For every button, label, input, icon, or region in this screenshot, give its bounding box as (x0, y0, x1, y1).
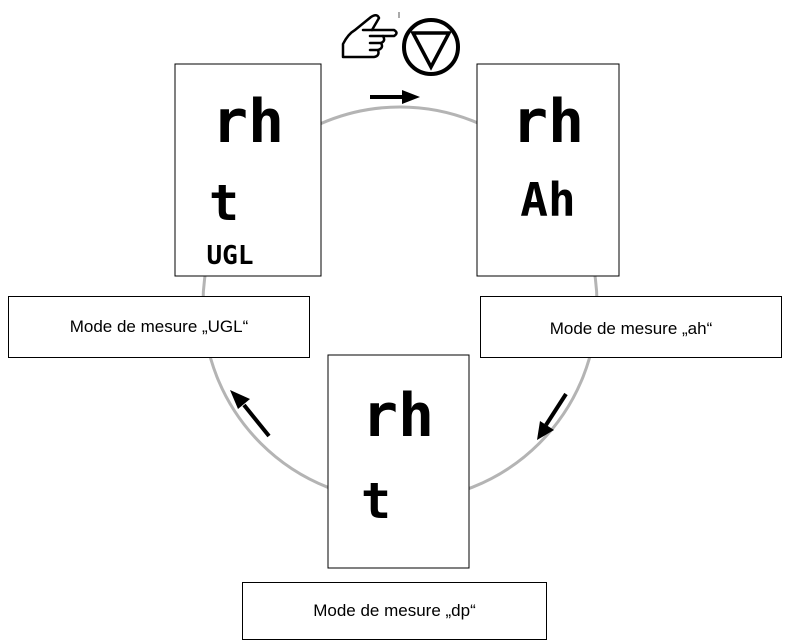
cycle-arrow-bottom-right (537, 392, 568, 440)
lcd-display-ugl: rh t UGL (174, 63, 322, 277)
display-ah-line2: Ah (520, 173, 575, 227)
display-ugl-line3: UGL (207, 241, 254, 271)
display-dp-line1: rh (362, 381, 434, 451)
pointing-hand-icon (341, 14, 398, 59)
display-ugl-line2: t (209, 174, 239, 232)
display-dp-line2: t (361, 472, 391, 530)
down-triangle-button-icon[interactable] (402, 18, 460, 76)
caption-dp-mode: Mode de mesure „dp“ (242, 582, 547, 640)
display-ah-line1: rh (512, 87, 584, 157)
cycle-arrow-top (370, 90, 420, 104)
display-ugl-line1: rh (212, 87, 284, 157)
caption-ah-mode: Mode de mesure „ah“ (480, 296, 782, 358)
cycle-arrow-bottom-left (230, 390, 271, 438)
lcd-display-dp: rh t (327, 354, 470, 569)
lcd-display-ah: rh Ah (476, 63, 620, 277)
caption-ugl-mode: Mode de mesure „UGL“ (8, 296, 310, 358)
